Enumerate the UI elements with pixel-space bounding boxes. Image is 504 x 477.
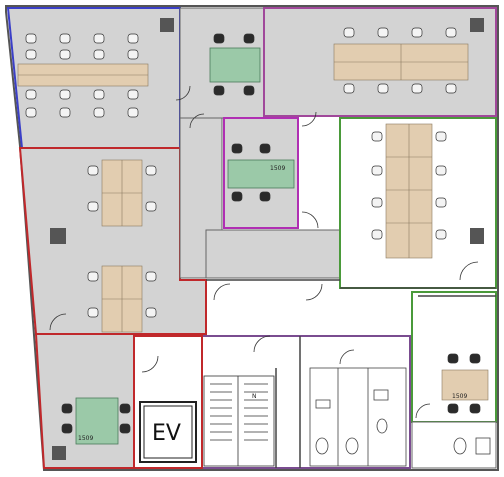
desk-cluster-top-left (17, 63, 149, 87)
doors (49, 85, 479, 419)
chair (371, 165, 383, 176)
room-code-bottom-right: 1509 (452, 393, 467, 400)
chair (127, 107, 139, 118)
chair (59, 33, 71, 44)
chair (25, 49, 37, 60)
chair (213, 85, 225, 96)
desk-cluster-top-right (333, 43, 469, 81)
chair (59, 107, 71, 118)
elevator-label: EV (152, 421, 181, 446)
chair (259, 191, 271, 202)
table-meeting-center (227, 159, 295, 189)
chair (145, 201, 157, 212)
chair (377, 27, 389, 38)
chair (411, 83, 423, 94)
stairwell (203, 375, 275, 467)
chair (447, 403, 459, 414)
chair (59, 49, 71, 60)
stair-direction: N (252, 393, 257, 400)
table-bottom-left (75, 397, 119, 445)
chair (59, 89, 71, 100)
chair (435, 165, 447, 176)
chair (371, 131, 383, 142)
chair (435, 197, 447, 208)
chair (119, 403, 131, 414)
chair (469, 403, 481, 414)
chair (469, 353, 481, 364)
chair (93, 49, 105, 60)
chair (127, 49, 139, 60)
chair (445, 27, 457, 38)
chair (87, 201, 99, 212)
chair (343, 27, 355, 38)
chair (87, 271, 99, 282)
desk-cluster-middle-upper (101, 159, 143, 227)
chair (445, 83, 457, 94)
desk-bottom-right (441, 369, 489, 401)
chair (87, 307, 99, 318)
table-top-middle (209, 47, 261, 83)
chair (259, 143, 271, 154)
room-code-meeting-center: 1509 (270, 165, 285, 172)
chair (411, 27, 423, 38)
desk-cluster-middle-lower (101, 265, 143, 333)
chair (119, 423, 131, 434)
chair (343, 83, 355, 94)
chair (127, 33, 139, 44)
chair (145, 165, 157, 176)
chair (435, 131, 447, 142)
chair (127, 89, 139, 100)
desk-cluster-right (385, 123, 433, 259)
core-red-block (133, 335, 203, 469)
chair (93, 107, 105, 118)
room-code-bottom-left: 1509 (78, 435, 93, 442)
chair (25, 33, 37, 44)
elevator-shaft (139, 401, 197, 463)
chair (25, 89, 37, 100)
chair (447, 353, 459, 364)
chair (371, 197, 383, 208)
partition-walls (206, 279, 496, 468)
chair (213, 33, 225, 44)
zone-lobby-gray (205, 229, 341, 279)
chair (61, 423, 73, 434)
chair (25, 107, 37, 118)
chair (61, 403, 73, 414)
chair (243, 85, 255, 96)
chair (231, 191, 243, 202)
restrooms (309, 367, 491, 467)
chair (243, 33, 255, 44)
chair (377, 83, 389, 94)
chair (145, 307, 157, 318)
chair (93, 33, 105, 44)
chair (371, 229, 383, 240)
chairs (25, 27, 481, 434)
chair (87, 165, 99, 176)
chair (435, 229, 447, 240)
chair (93, 89, 105, 100)
chair (231, 143, 243, 154)
chair (145, 271, 157, 282)
